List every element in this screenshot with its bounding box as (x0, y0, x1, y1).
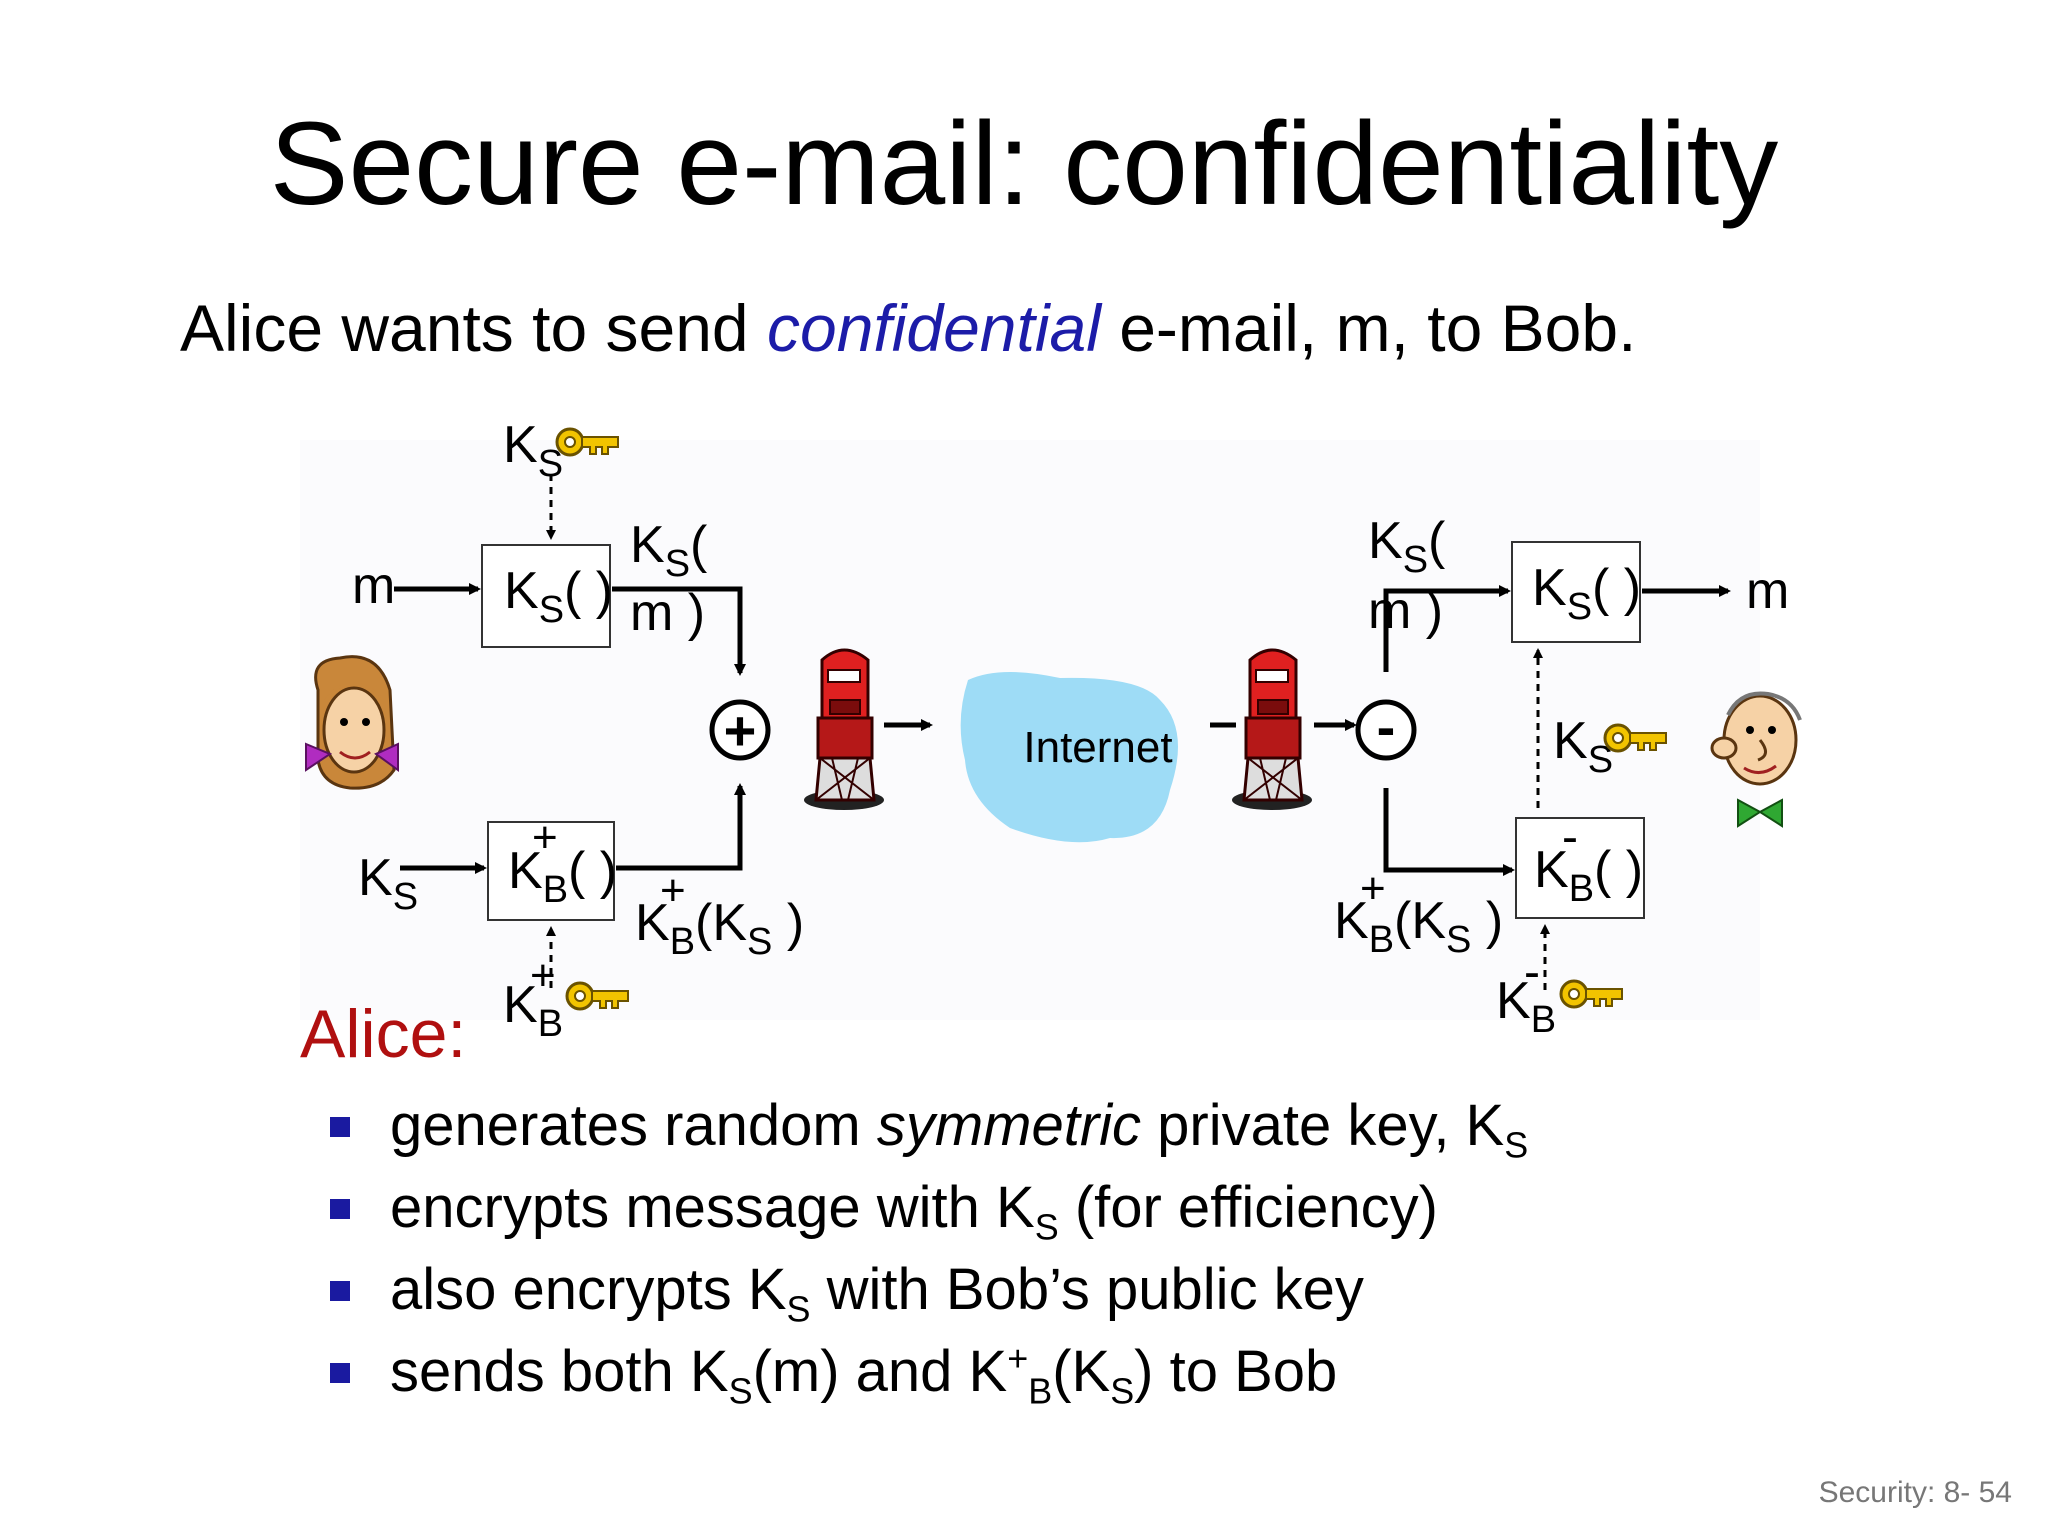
key-icon (1559, 979, 1624, 1009)
bullet-text: (m) and K (752, 1339, 1008, 1404)
decrypt-m-box-label: KS( ) (1532, 559, 1641, 628)
bullet-subscript: S (728, 1370, 753, 1412)
kb-ks-input-sup: + (1360, 864, 1386, 913)
slide-footer: Security: 8- 54 (1818, 1476, 2012, 1509)
mailbox-icon (802, 648, 886, 812)
alice-icon (305, 655, 399, 790)
encrypt-ks-box-label: KB( ) (508, 842, 617, 911)
bullet-marker (330, 1117, 350, 1137)
key-ks-label: KS (503, 416, 563, 485)
encrypt-ks-box (487, 821, 615, 921)
kb-ks-to-combiner-arrow (616, 783, 746, 871)
key-kb-plus-label: KB (503, 976, 563, 1045)
subtitle-after: e-mail, m, to Bob. (1100, 291, 1637, 365)
alice-steps-list: generates random symmetric private key, … (330, 1085, 1528, 1413)
list-item: sends both KS(m) and K+B(KS) to Bob (330, 1331, 1528, 1413)
bullet-text: private key, K (1141, 1093, 1505, 1158)
bullet-text: (for efficiency) (1058, 1175, 1438, 1240)
bullet-emphasis: symmetric (876, 1093, 1142, 1158)
ks-m-output-label-line2: m ) (630, 584, 705, 642)
key-icon (565, 981, 630, 1011)
slide-title: Secure e-mail: confidentiality (269, 98, 1779, 230)
input-m-label: m (352, 557, 395, 615)
bullet-subscript: S (786, 1288, 811, 1330)
combiner-circle (709, 699, 771, 761)
key-kb-minus-sup: - (1524, 946, 1540, 999)
bullet-text: ) to Bob (1134, 1339, 1338, 1404)
key-icon (555, 427, 620, 457)
internet-label: Internet (1023, 723, 1172, 772)
splitter-circle (1355, 699, 1417, 761)
bullet-text: generates random (390, 1093, 877, 1158)
key-kb-minus-label: KB (1496, 972, 1556, 1041)
ks-m-to-decrypt-arrow (1383, 585, 1511, 672)
splitter-symbol: - (1377, 695, 1396, 758)
bullet-marker (330, 1363, 350, 1383)
bullet-text: encrypts message with K (390, 1175, 1035, 1240)
bullet-marker (330, 1281, 350, 1301)
ks-m-to-combiner-arrow (612, 586, 746, 676)
bullet-subscript: S (1110, 1370, 1135, 1412)
bullet-subscript: S (1034, 1206, 1059, 1248)
kb-ks-to-decrypt-arrow (1383, 788, 1515, 876)
decrypt-m-box (1511, 541, 1641, 643)
slide-subtitle: Alice wants to send confidential e-mail,… (180, 290, 1636, 366)
bullet-superscript: + (1007, 1337, 1029, 1379)
key-kb-plus-sup: + (530, 951, 556, 1000)
key-icon (1603, 723, 1668, 753)
output-m-label: m (1746, 562, 1789, 620)
encrypt-m-box-label: KS( ) (504, 562, 613, 631)
encrypt-m-box (481, 544, 611, 648)
bullet-text: sends both K (390, 1339, 729, 1404)
subtitle-before: Alice wants to send (180, 291, 767, 365)
kb-ks-input-label: KB(KS ) (1334, 892, 1503, 961)
combiner-symbol: + (724, 699, 757, 762)
key-ks-bob-label: KS (1553, 712, 1613, 781)
bullet-text: (K (1052, 1339, 1111, 1404)
internet-cloud-icon (960, 671, 1178, 843)
list-item: encrypts message with KS (for efficiency… (330, 1167, 1528, 1249)
input-ks-label: KS (358, 849, 418, 918)
bullet-text: also encrypts K (390, 1257, 787, 1322)
mailbox-icon (1230, 648, 1314, 812)
ks-m-input-label-line2: m ) (1368, 582, 1443, 640)
bullet-marker (330, 1199, 350, 1219)
ks-m-output-label: KS( (630, 516, 708, 585)
list-item: generates random symmetric private key, … (330, 1085, 1528, 1167)
decrypt-ks-box-sup: - (1562, 811, 1578, 864)
decrypt-ks-box (1515, 817, 1645, 919)
bullet-text: with Bob’s public key (810, 1257, 1364, 1322)
alice-section-label: Alice: (300, 996, 467, 1072)
bullet-subscript: S (1504, 1124, 1529, 1166)
subtitle-emphasis: confidential (766, 291, 1101, 365)
encrypt-ks-box-sup: + (532, 813, 558, 862)
kb-ks-output-sup: + (660, 866, 686, 915)
kb-ks-output-label: KB(KS ) (635, 894, 804, 963)
bullet-subscript: B (1028, 1370, 1053, 1412)
bob-icon (1710, 691, 1802, 828)
decrypt-ks-box-label: KB( ) (1534, 841, 1643, 910)
ks-m-input-label: KS( (1368, 512, 1446, 581)
list-item: also encrypts KS with Bob’s public key (330, 1249, 1528, 1331)
